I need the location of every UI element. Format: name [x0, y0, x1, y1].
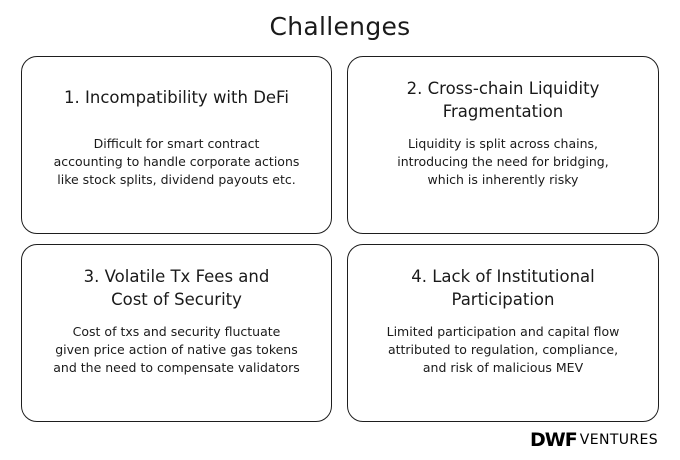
logo-suffix: VENTURES [579, 432, 659, 448]
card-body-line: Difficult for smart contract [93, 136, 260, 151]
card-body-line: introducing the need for bridging, [397, 154, 609, 169]
challenge-card-liquidity-fragmentation: 2. Cross-chain Liquidity Fragmentation L… [347, 56, 659, 234]
card-title-line: Fragmentation [442, 102, 564, 121]
card-body-line: given price action of native gas tokens [55, 342, 298, 357]
card-title: 2. Cross-chain Liquidity Fragmentation [360, 77, 646, 123]
card-body-line: Liquidity is split across chains, [407, 136, 599, 151]
card-title: 1. Incompatibility with DeFi [64, 88, 289, 107]
challenge-card-institutional-participation: 4. Lack of Institutional Participation L… [347, 244, 659, 422]
dwf-ventures-logo: DWF VENTURES [530, 428, 662, 452]
card-title-line: 3. Volatile Tx Fees and [83, 267, 270, 286]
card-body: Liquidity is split across chains, introd… [360, 135, 646, 189]
challenge-card-volatile-fees: 3. Volatile Tx Fees and Cost of Security… [21, 244, 332, 422]
card-body-line: attributed to regulation, compliance, [387, 342, 619, 357]
card-body: Difficult for smart contract accounting … [34, 135, 319, 189]
card-body: Cost of txs and security fluctuate given… [34, 323, 319, 377]
card-title: 4. Lack of Institutional Participation [360, 265, 646, 311]
page-title: Challenges [269, 12, 411, 41]
logo-brand: DWF [530, 429, 578, 451]
card-body-line: like stock splits, dividend payouts etc. [57, 172, 296, 187]
card-body-line: accounting to handle corporate actions [53, 154, 300, 169]
card-title-line: 2. Cross-chain Liquidity [406, 79, 600, 98]
card-body-line: which is inherently risky [427, 172, 579, 187]
card-body-line: and the need to compensate validators [53, 360, 300, 375]
card-body: Limited participation and capital flow a… [360, 323, 646, 377]
card-body-line: Cost of txs and security fluctuate [72, 324, 281, 339]
card-title-line: Participation [451, 290, 555, 309]
card-title-line: Cost of Security [111, 290, 242, 309]
challenge-card-defi-incompatibility: 1. Incompatibility with DeFi Difficult f… [21, 56, 332, 234]
card-title-line: 4. Lack of Institutional [411, 267, 595, 286]
card-title: 3. Volatile Tx Fees and Cost of Security [34, 265, 319, 311]
card-body-line: Limited participation and capital flow [386, 324, 620, 339]
card-body-line: and risk of malicious MEV [422, 360, 584, 375]
